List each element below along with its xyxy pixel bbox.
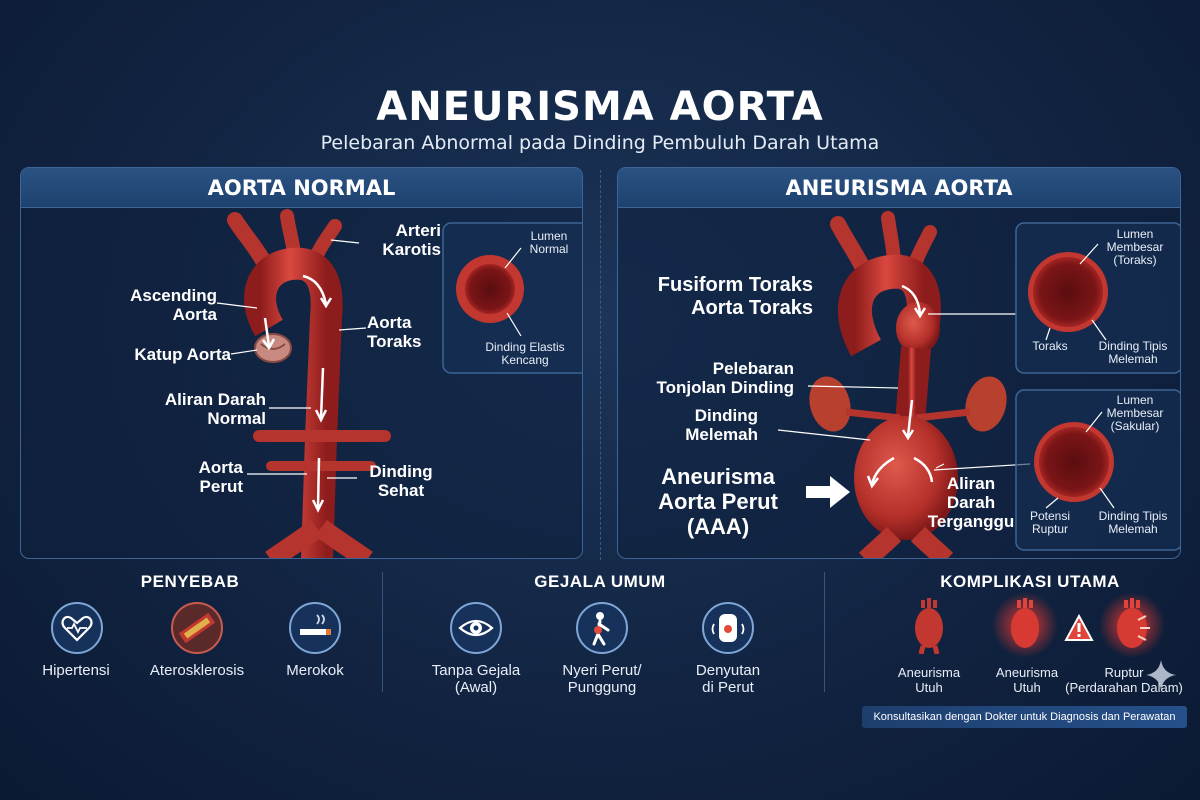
symptoms-title: GEJALA UMUM: [534, 572, 666, 591]
complication-label: Aneurisma Utuh: [995, 665, 1059, 695]
ruptured-aneurysm-icon: [1099, 592, 1165, 658]
label-katup-aorta: Katup Aorta: [134, 345, 231, 364]
label-ascending-aorta: Ascending Aorta: [130, 286, 217, 324]
symptom-label: Denyutan di Perut: [695, 662, 761, 696]
label-dinding-tipis-sakular: Dinding Tipis Melemah: [1098, 509, 1168, 536]
warning-triangle-icon: [1064, 614, 1094, 641]
aneurysm-panel: ANEURISMA AORTA: [617, 167, 1181, 559]
section-divider: [824, 572, 825, 692]
symptom-label: Nyeri Perut/ Punggung: [562, 662, 642, 696]
glowing-aneurysm-icon: [992, 592, 1058, 658]
abdomen-pulse-icon: [702, 602, 754, 654]
back-pain-icon: [576, 602, 628, 654]
normal-aorta-panel: AORTA NORMAL: [20, 167, 583, 559]
causes-title: PENYEBAB: [140, 572, 240, 591]
label-lumen-membesar-sakular: Lumen Membesar (Sakular): [1106, 393, 1164, 433]
cause-label: Merokok: [286, 662, 344, 679]
complication-label: Aneurisma Utuh: [897, 665, 961, 695]
footer-note: Konsultasikan dengan Dokter untuk Diagno…: [862, 706, 1187, 728]
normal-aorta-illustration: [216, 209, 582, 558]
symptom-label: Tanpa Gejala (Awal): [431, 662, 521, 696]
label-dinding-elastis: Dinding Elastis Kencang: [485, 340, 565, 367]
intact-aneurysm-icon: [915, 598, 943, 654]
cause-label: Hipertensi: [42, 662, 110, 679]
label-dinding-sehat: Dinding Sehat: [369, 462, 433, 500]
label-toraks: Toraks: [1032, 339, 1068, 353]
label-aaa: Aneurisma Aorta Perut (AAA): [658, 464, 778, 539]
heart-stethoscope-icon: [51, 602, 103, 654]
sparkle-icon: [1146, 660, 1176, 690]
label-lumen-membesar-toraks: Lumen Membesar (Toraks): [1106, 227, 1164, 267]
label-pelebaran-tonjolan: Pelebaran Tonjolan Dinding: [656, 359, 794, 397]
cause-label: Aterosklerosis: [149, 662, 245, 679]
label-aliran-darah-normal: Aliran Darah Normal: [164, 390, 266, 428]
eye-icon: [450, 602, 502, 654]
label-lumen-normal: Lumen Normal: [529, 229, 569, 256]
label-aorta-perut: Aorta Perut: [198, 458, 243, 496]
label-dinding-melemah: Dinding Melemah: [685, 406, 758, 444]
section-divider: [382, 572, 383, 692]
cigarette-icon: [289, 602, 341, 654]
normal-panel-title: AORTA NORMAL: [21, 168, 582, 208]
complication-label: Ruptur (Perdarahan Dalam): [1065, 665, 1183, 695]
page-subtitle: Pelebaran Abnormal pada Dinding Pembuluh…: [320, 132, 880, 154]
label-arteri-karotis: Arteri Karotis: [382, 221, 441, 259]
page-title: ANEURISMA AORTA: [376, 84, 824, 130]
panel-divider: [600, 170, 601, 560]
aneurysm-panel-title: ANEURISMA AORTA: [618, 168, 1180, 208]
complications-title: KOMPLIKASI UTAMA: [940, 572, 1120, 591]
label-aliran-terganggu: Aliran Darah Terganggu: [927, 474, 1015, 531]
artery-plaque-icon: [171, 602, 223, 654]
label-dinding-tipis-toraks: Dinding Tipis Melemah: [1098, 339, 1168, 366]
aneurysm-illustration: [777, 211, 1180, 558]
label-aorta-toraks: Aorta Toraks: [367, 313, 422, 351]
label-fusiform-toraks: Fusiform Toraks Aorta Toraks: [657, 274, 813, 319]
label-potensi-ruptur: Potensi Ruptur: [1029, 509, 1071, 536]
